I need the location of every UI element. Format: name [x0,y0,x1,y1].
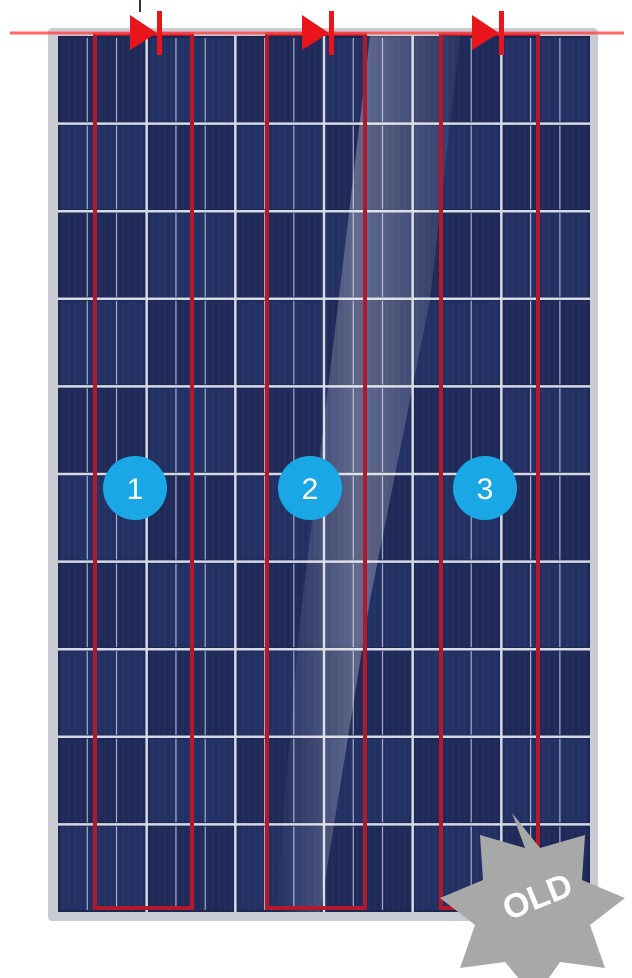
cell-finger-texture [326,826,411,910]
cell-finger-texture [503,388,588,472]
cell-finger-texture [60,125,145,210]
cell-finger-texture [60,38,145,122]
string-marker-3: 3 [453,456,517,520]
cell-finger-texture [414,651,500,735]
cell-finger-texture [503,738,588,823]
cell-finger-texture [237,300,322,385]
cell-finger-texture [414,563,500,648]
cell-finger-texture [503,476,588,560]
bypass-diode-icon [130,11,162,55]
string-marker-3-label: 3 [477,473,494,506]
cell-finger-texture [503,38,588,122]
bypass-diode-icon [472,11,504,55]
string-marker-1-label: 1 [127,473,144,506]
cell-finger-texture [60,651,145,735]
cell-finger-texture [60,213,145,297]
bypass-diode-icon [302,11,334,55]
cell-finger-texture [503,213,588,297]
cell-finger-texture [237,213,322,297]
string-marker-2-label: 2 [302,473,319,506]
string-marker-1: 1 [103,456,167,520]
cell-finger-texture [237,125,322,210]
bypass-diodes [130,11,504,55]
cell-finger-texture [503,563,588,648]
starburst-icon [440,813,625,978]
glare-reflection [275,36,460,912]
cell-finger-texture [414,300,500,385]
cell-finger-texture [60,826,145,910]
old-badge: OLD [440,813,625,978]
cell-finger-texture [503,300,588,385]
cell-finger-texture [60,300,145,385]
cell-finger-texture [237,38,322,122]
cell-finger-texture [414,738,500,823]
string-marker-2: 2 [278,456,342,520]
cell-finger-texture [60,738,145,823]
cell-finger-texture [503,651,588,735]
cell-finger-texture [60,563,145,648]
cell-finger-texture [503,125,588,210]
